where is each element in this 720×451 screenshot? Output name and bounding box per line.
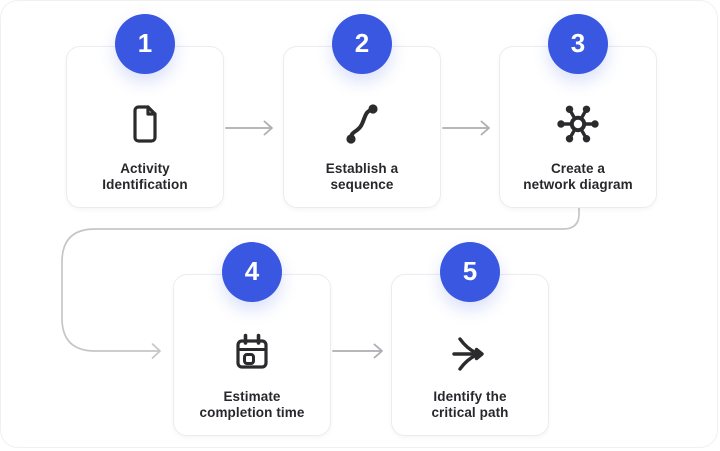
step-card-estimate-completion-time: 4 Estimate completion time: [173, 242, 331, 436]
connector-arrow-2-3: [442, 120, 490, 136]
step-number: 2: [354, 28, 370, 58]
step-label-line2: completion time: [199, 405, 305, 420]
step-number-badge: 1: [115, 14, 175, 74]
step-card-identify-critical-path: 5 Identify the critical path: [391, 242, 549, 436]
connector-arrow-1-2: [225, 120, 273, 136]
step-label: Create a network diagram: [523, 161, 633, 193]
step-number: 4: [244, 256, 260, 286]
step-label-line2: network diagram: [523, 177, 633, 192]
calendar-icon: [236, 333, 268, 369]
arrow-flight-icon: [452, 337, 484, 371]
file-document-icon: [133, 105, 157, 143]
step-label-line1: Establish a: [325, 161, 399, 176]
connector-arrow-4-5: [332, 343, 383, 359]
step-number: 3: [570, 28, 586, 58]
step-label-line1: Estimate: [223, 389, 281, 404]
step-label-line1: Identify the: [433, 389, 507, 404]
step-label: Identify the critical path: [431, 389, 508, 421]
step-label-line1: Activity: [120, 161, 170, 176]
step-card-activity-identification: 1 Activity Identification: [66, 14, 224, 208]
step-label: Establish a sequence: [326, 161, 398, 193]
step-card-establish-sequence: 2 Establish a sequence: [283, 14, 441, 208]
step-number: 1: [137, 28, 153, 58]
step-label-line1: Create a: [550, 161, 606, 176]
step-number: 5: [462, 256, 478, 286]
step-label: Estimate completion time: [199, 389, 304, 421]
step-number-badge: 3: [548, 14, 608, 74]
step-label-line2: sequence: [330, 177, 394, 192]
step-label-line2: Identification: [102, 177, 188, 192]
step-label: Activity Identification: [102, 161, 187, 193]
step-number-badge: 4: [222, 242, 282, 302]
step-number-badge: 2: [332, 14, 392, 74]
route-curve-icon: [346, 104, 378, 144]
step-label-line2: critical path: [431, 405, 509, 420]
step-number-badge: 5: [440, 242, 500, 302]
step-card-create-network-diagram: 3 Create a network diagram: [499, 14, 657, 208]
network-hub-icon: [557, 105, 599, 143]
